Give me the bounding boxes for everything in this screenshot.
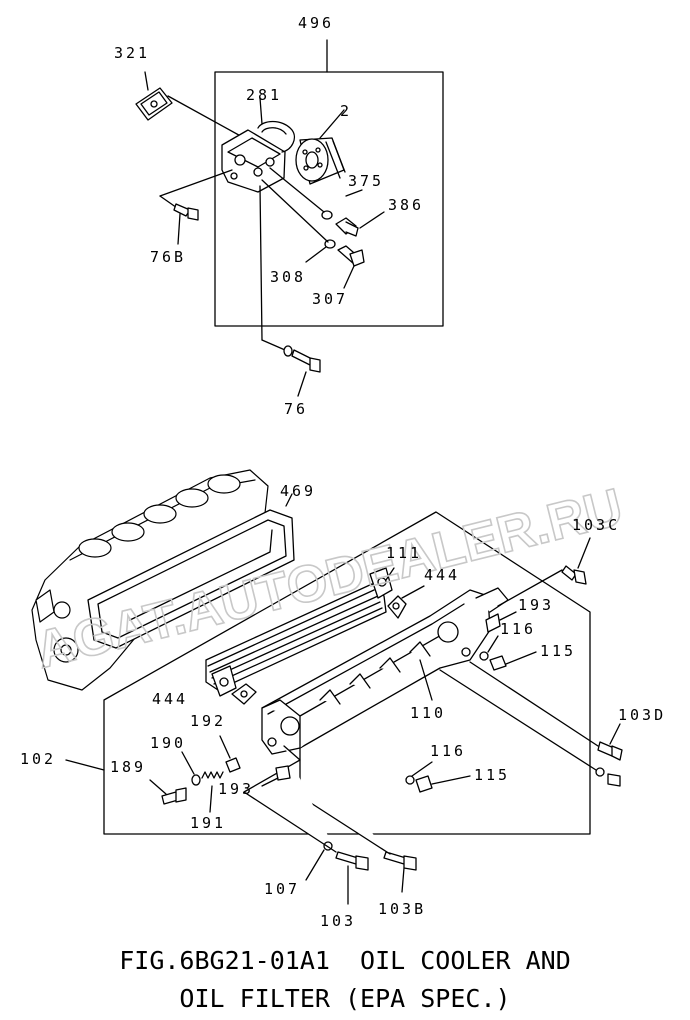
callout-191: 191 <box>190 814 226 832</box>
callout-444-lower: 444 <box>152 690 188 708</box>
spring-191 <box>201 771 224 813</box>
o-ring-308 <box>305 239 336 263</box>
washer-116-lower <box>405 761 433 785</box>
bolt-103C <box>497 537 591 607</box>
callout-321: 321 <box>114 44 150 62</box>
callout-103: 103 <box>320 912 356 930</box>
oil-filter-assembly-frame <box>214 39 444 327</box>
callout-193-lower: 193 <box>218 780 254 798</box>
bolt-189 <box>149 779 187 805</box>
callout-189: 189 <box>110 758 146 776</box>
bolt-76B <box>173 203 199 245</box>
callout-103B: 103B <box>378 900 426 918</box>
callout-193-upper: 193 <box>518 596 554 614</box>
plug-193-lower <box>261 765 291 787</box>
callout-2: 2 <box>340 102 352 120</box>
callout-107: 107 <box>264 880 300 898</box>
callout-444-upper: 444 <box>424 566 460 584</box>
callout-308: 308 <box>270 268 306 286</box>
gasket-444-upper <box>387 585 425 619</box>
callout-469: 469 <box>280 482 316 500</box>
nut-115-lower <box>415 775 471 793</box>
gasket-444-lower <box>231 683 257 705</box>
callout-116-lower: 116 <box>430 742 466 760</box>
oil-filter-head-281 <box>221 97 296 193</box>
valve-192 <box>219 735 241 773</box>
callout-103C: 103C <box>572 516 620 534</box>
gasket-321 <box>135 71 247 140</box>
washer-116-upper <box>479 635 499 661</box>
plug-193-upper <box>485 611 517 633</box>
oil-cooler-element-111 <box>205 567 395 697</box>
callout-190: 190 <box>150 734 186 752</box>
bolt-76 <box>283 345 321 397</box>
nut-115-upper <box>489 651 537 671</box>
callout-115-lower: 115 <box>474 766 510 784</box>
figure-caption-line-2: OIL FILTER (EPA SPEC.) <box>179 984 511 1013</box>
bolt-307 <box>337 245 365 289</box>
o-ring-190 <box>181 751 201 786</box>
callout-102: 102 <box>20 750 56 768</box>
callout-110: 110 <box>410 704 446 722</box>
bolt-103 <box>243 745 369 905</box>
callout-375: 375 <box>348 172 384 190</box>
callout-76: 76 <box>284 400 308 418</box>
bolt-103D <box>469 661 623 761</box>
callout-labels: 496 321 281 2 375 386 76B 308 307 76 469… <box>20 14 666 930</box>
callout-111: 111 <box>386 544 422 562</box>
washer-107 <box>305 841 333 881</box>
callout-76B: 76B <box>150 248 186 266</box>
callout-307: 307 <box>312 290 348 308</box>
oil-cooler-cover-110 <box>261 587 509 755</box>
o-ring-375 <box>321 210 333 220</box>
gasket-469 <box>87 493 295 649</box>
callout-386: 386 <box>388 196 424 214</box>
callout-103D: 103D <box>618 706 666 724</box>
callout-281: 281 <box>246 86 282 104</box>
callout-496: 496 <box>298 14 334 32</box>
callout-115-upper: 115 <box>540 642 576 660</box>
figure-caption-line-1: FIG.6BG21-01A1 OIL COOLER AND <box>119 946 571 975</box>
callout-192: 192 <box>190 712 226 730</box>
washer-and-bolt <box>439 669 621 787</box>
callout-116-upper: 116 <box>500 620 536 638</box>
plug-386 <box>335 189 385 237</box>
oil-filter-cartridge-2 <box>295 109 346 185</box>
cooler-cover-frame <box>65 511 591 835</box>
